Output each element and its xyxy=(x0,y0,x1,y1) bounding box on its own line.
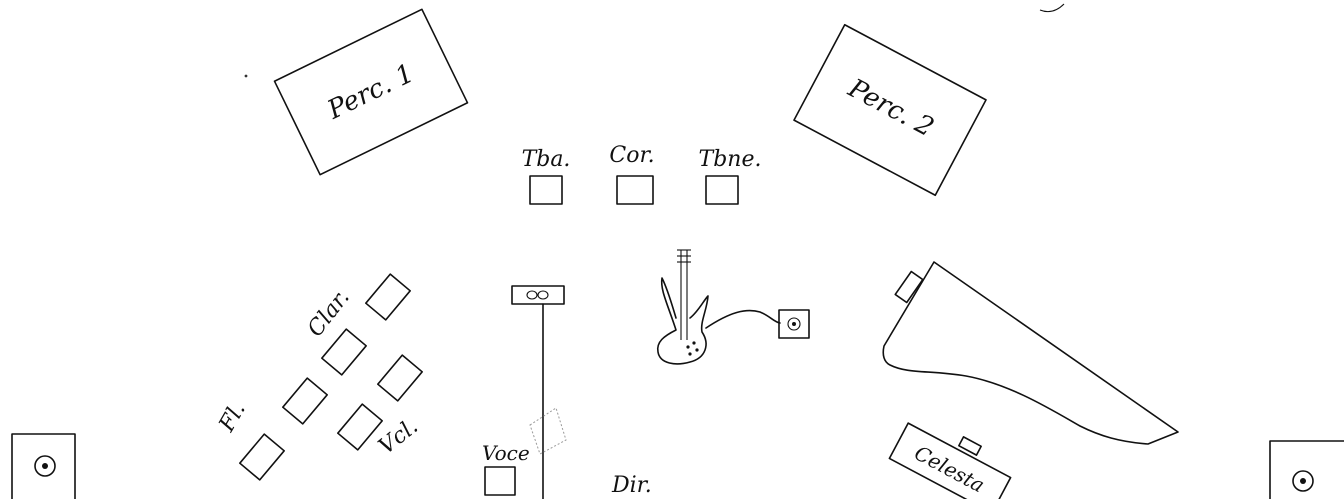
speaker-icon xyxy=(11,433,76,499)
voice-position xyxy=(484,466,516,496)
cello-desk-1 xyxy=(377,354,423,402)
microphone-icon xyxy=(511,285,565,499)
perc1-label: Perc. 1 xyxy=(322,58,419,126)
flute-desk-2 xyxy=(239,433,285,481)
director-label: Dir. xyxy=(611,473,652,498)
voice-label: Voce xyxy=(482,441,530,465)
celesta-position: Celesta xyxy=(888,422,1012,499)
perc2-label: Perc. 2 xyxy=(842,73,938,143)
guitar-cable xyxy=(705,309,781,329)
speaker-icon xyxy=(1269,440,1344,499)
trombone-label: Tbne. xyxy=(699,147,762,172)
score-sheet xyxy=(529,407,567,455)
trombone-position xyxy=(705,175,739,205)
clarinet-label: Clar. xyxy=(303,285,355,341)
perc2-area: Perc. 2 xyxy=(793,23,987,197)
amplifier-icon xyxy=(778,309,810,339)
grand-piano-icon xyxy=(882,261,1179,445)
cello-desk-2 xyxy=(337,403,383,451)
horn-label: Cor. xyxy=(609,143,654,168)
celesta-label: Celesta xyxy=(911,441,989,498)
flute-desk-1 xyxy=(282,377,328,425)
ink-dot xyxy=(244,74,248,78)
ink-stroke xyxy=(1039,3,1065,13)
celesta-pedal xyxy=(958,436,982,456)
electric-guitar-icon xyxy=(656,249,709,365)
clarinet-desk-2 xyxy=(321,328,367,376)
clarinet-desk-1 xyxy=(365,273,411,321)
flute-label: Fl. xyxy=(214,398,251,437)
tuba-label: Tba. xyxy=(522,147,571,172)
horn-position xyxy=(616,175,654,205)
tuba-position xyxy=(529,175,563,205)
perc1-area: Perc. 1 xyxy=(273,8,469,176)
